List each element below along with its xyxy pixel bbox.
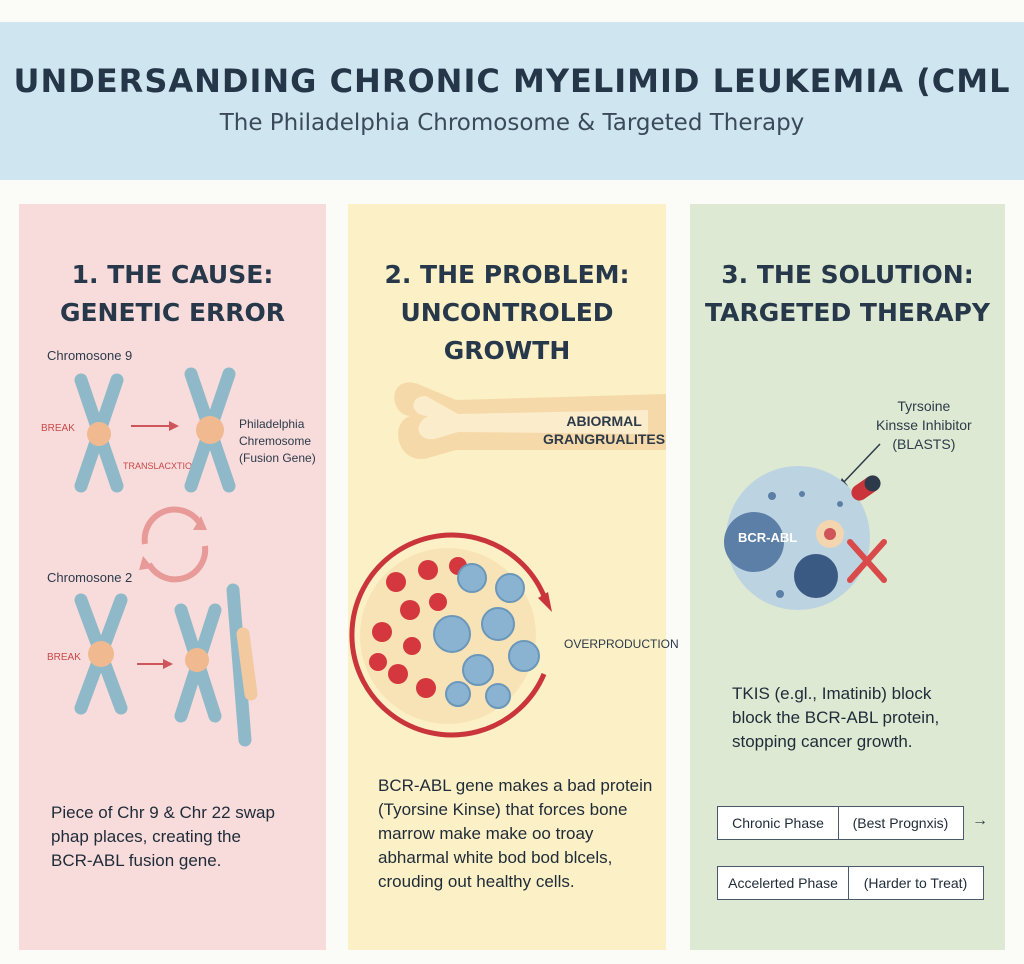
bone-marrow-diagram — [349, 382, 666, 738]
panel-cause-title-line1: 1. THE CAUSE: — [71, 260, 274, 289]
panel-problem-title: 2. THE PROBLEM: UNCONTROLED GROWTH — [348, 256, 666, 370]
cause-body-line2: phap places, creating the — [51, 827, 241, 846]
chromosome-2-label: Chromosone 2 — [47, 570, 133, 585]
panel-cause: 1. THE CAUSE: GENETIC ERROR Chromosone 9… — [19, 204, 326, 950]
overproduction-arrow-icon — [349, 532, 547, 738]
cause-body-line3: BCR-ABL fusion gene. — [51, 851, 222, 870]
panel-cause-body: Piece of Chr 9 & Chr 22 swap phap places… — [51, 801, 321, 873]
philadelphia-label: Philadelphia Chremosome (Fusion Gene) — [239, 416, 316, 467]
centromere-icon — [87, 422, 111, 446]
inhibitor-line2: Kinsse Inhibitor — [876, 417, 972, 433]
translocation-arrow-icon — [131, 421, 179, 431]
solution-body-line2: block the BCR-ABL protein, — [732, 708, 940, 727]
panel-solution: 3. THE SOLUTION: TARGETED THERAPY Tyrsoi… — [690, 204, 1005, 950]
phase-accelerated: Accelerted Phase (Harder to Treat) — [717, 866, 984, 900]
inhibitor-label: Tyrsoine Kinsse Inhibitor (BLASTS) — [876, 397, 972, 454]
chromosome-9-label: Chromosone 9 — [47, 348, 133, 363]
phase-arrow-icon: → — [972, 812, 988, 829]
problem-body-line3: marrow make make oo troay — [378, 824, 594, 843]
problem-body-line1: BCR-ABL gene makes a bad protein — [378, 776, 653, 795]
philadelphia-line2: Chremosome — [239, 434, 312, 448]
chromosome-diagram — [74, 367, 258, 747]
panel-problem-title-line2: UNCONTROLED GROWTH — [400, 298, 614, 365]
inhibitor-line1: Tyrsoine — [897, 398, 951, 414]
panel-solution-title: 3. THE SOLUTION: TARGETED THERAPY — [690, 256, 1005, 332]
cycle-arrows-icon — [141, 506, 209, 583]
problem-body-line2: (Tyorsine Kinse) that forces bone — [378, 800, 628, 819]
cause-body-line1: Piece of Chr 9 & Chr 22 swap — [51, 803, 275, 822]
fusion-gene-icon — [196, 416, 224, 444]
translocation-arrow-2-icon — [137, 659, 173, 669]
panel-problem-title-line1: 2. THE PROBLEM: — [384, 260, 630, 289]
break-label-1: BREAK — [41, 423, 75, 434]
pill-icon — [851, 475, 881, 501]
phase-chronic-note: (Best Prognxis) — [852, 815, 949, 831]
panel-cause-title-line2: GENETIC ERROR — [59, 298, 286, 327]
centromere-2-icon — [88, 641, 114, 667]
inhibitor-line3: (BLASTS) — [892, 436, 956, 452]
solution-body-line3: stopping cancer growth. — [732, 732, 913, 751]
cell-organelle-icon — [794, 554, 838, 598]
panel-solution-title-line1: 3. THE SOLUTION: — [721, 260, 974, 289]
block-x-icon — [847, 539, 887, 583]
bone-label-line2: GRANGRUALITES — [543, 431, 666, 447]
panel-problem-body: BCR-ABL gene makes a bad protein (Tyorsi… — [378, 774, 663, 894]
panel-problem: 2. THE PROBLEM: UNCONTROLED GROWTH A — [348, 204, 679, 950]
solution-body-line1: TKIS (e.gl., Imatinib) block — [732, 684, 932, 703]
centromere-3-icon — [185, 648, 209, 672]
bone-label-line1: ABIORMAL — [566, 413, 642, 429]
phase-accelerated-note: (Harder to Treat) — [863, 875, 968, 891]
bcr-abl-cell-label: BCR-ABL — [738, 530, 798, 545]
panel-cause-title: 1. THE CAUSE: GENETIC ERROR — [19, 256, 326, 332]
header-banner: UNDERSANDING CHRONIC MYELIMID LEUKEMIA (… — [0, 22, 1024, 180]
fusion-segment-icon — [236, 627, 258, 701]
panel-solution-body: TKIS (e.gl., Imatinib) block block the B… — [732, 682, 992, 754]
cell-nucleus-icon — [724, 512, 784, 572]
philadelphia-line3: (Fusion Gene) — [239, 451, 316, 465]
phase-chronic-name: Chronic Phase — [718, 807, 839, 839]
page-title: UNDERSANDING CHRONIC MYELIMID LEUKEMIA (… — [13, 62, 1011, 100]
panel-solution-title-line2: TARGETED THERAPY — [705, 298, 990, 327]
cell-particles-icon — [768, 491, 843, 598]
bone-icon — [394, 382, 666, 460]
translocation-label: TRANSLACXTION — [123, 461, 199, 471]
overproduction-label: OVERPRODUCTION — [564, 637, 679, 651]
bone-label: ABIORMAL GRANGRUALITES — [543, 412, 665, 448]
red-blood-cells-icon — [369, 557, 467, 698]
targeted-therapy-diagram — [724, 443, 887, 610]
drug-target-icon — [824, 528, 836, 540]
pointer-line-icon — [841, 443, 881, 485]
page-subtitle: The Philadelphia Chromosome & Targeted T… — [219, 110, 805, 136]
phase-chronic: Chronic Phase (Best Prognxis) — [717, 806, 964, 840]
abnormal-white-cells-icon — [433, 563, 540, 709]
break-label-2: BREAK — [47, 652, 81, 663]
problem-body-line4: abharmal white bod bod blcels, — [378, 848, 613, 867]
problem-body-line5: crouding out healthy cells. — [378, 872, 575, 891]
philadelphia-line1: Philadelphia — [239, 417, 305, 431]
phase-accelerated-name: Accelerted Phase — [718, 867, 849, 899]
